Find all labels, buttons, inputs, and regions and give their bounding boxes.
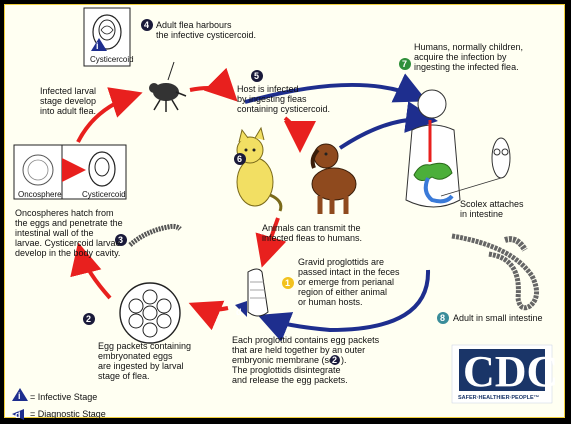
arrow-flea-to-host [190,88,232,96]
svg-text:stage of flea.: stage of flea. [98,371,150,381]
step-6-text: Animals can transmit the infected fleas … [262,223,362,243]
svg-text:Host is infected: Host is infected [237,84,299,94]
larval-flea-text: Infected larval stage develop into adult… [40,86,96,116]
svg-text:passed intact in the feces: passed intact in the feces [298,267,400,277]
svg-text:and release the egg packets.: and release the egg packets. [232,375,348,385]
cysticercoid-top-illustration: Cysticercoid [84,8,134,66]
svg-text:).: ). [341,355,347,365]
svg-text:Adult flea harbours: Adult flea harbours [156,20,232,30]
cysticercoid-top-label: Cysticercoid [90,55,134,64]
svg-text:the infective cysticercoid.: the infective cysticercoid. [156,30,256,40]
svg-text:infected fleas to humans.: infected fleas to humans. [262,233,362,243]
svg-text:larvae. Cysticercoid larvae: larvae. Cysticercoid larvae [15,238,121,248]
svg-text:1: 1 [285,278,290,288]
legend-infective-label: = Infective Stage [30,392,97,402]
cat-illustration [237,128,281,211]
oncosphere-box: Oncosphere Cysticercoid [14,145,126,199]
svg-text:develop in the body cavity.: develop in the body cavity. [15,248,120,258]
svg-text:acquire the infection by: acquire the infection by [414,52,507,62]
svg-text:i: i [18,391,21,401]
svg-text:5: 5 [254,71,259,81]
svg-text:Infected larval: Infected larval [40,86,96,96]
step-2-text: Egg packets containing embryonated eggs … [98,341,191,381]
step-1-text: Gravid proglottids are passed intact in … [298,257,400,307]
step-4-text: Adult flea harbours the infective cystic… [156,20,256,40]
svg-text:8: 8 [440,313,445,323]
step-badge-6: 6 [234,153,246,165]
svg-text:d: d [15,410,21,420]
svg-text:Each proglottid contains egg p: Each proglottid contains egg packets [232,335,380,345]
svg-text:region of either animal: region of either animal [298,287,387,297]
svg-text:The proglottids disintegrate: The proglottids disintegrate [232,365,341,375]
svg-text:in intestine: in intestine [460,209,503,219]
legend-diagnostic-label: = Diagnostic Stage [30,409,106,419]
svg-text:Oncospheres hatch from: Oncospheres hatch from [15,208,114,218]
scolex-text: Scolex attaches in intestine [460,199,524,219]
svg-text:into adult flea.: into adult flea. [40,106,96,116]
step-badge-1: 1 [282,277,294,289]
step-badge-8: 8 [437,312,449,324]
svg-text:or emerge from perianal: or emerge from perianal [298,277,394,287]
step-7-text: Humans, normally children, acquire the i… [414,42,523,72]
svg-text:2: 2 [332,355,337,365]
step-badge-7: 7 [399,58,411,70]
svg-text:stage develop: stage develop [40,96,96,106]
svg-text:CDC: CDC [463,347,558,396]
svg-text:embryonic membrane (see: embryonic membrane (see [232,355,339,365]
dog-illustration [312,144,356,214]
svg-text:intestinal wall of the: intestinal wall of the [15,228,94,238]
svg-text:embryonated eggs: embryonated eggs [98,351,173,361]
svg-text:Gravid proglottids are: Gravid proglottids are [298,257,384,267]
svg-text:4: 4 [144,20,149,30]
svg-text:Humans, normally children,: Humans, normally children, [414,42,523,52]
step-3-text: Oncospheres hatch from the eggs and pene… [15,208,123,258]
svg-text:7: 7 [402,59,407,69]
svg-text:are ingested by larval: are ingested by larval [98,361,184,371]
svg-text:2: 2 [86,314,91,324]
arrow-host-to-animals [285,118,300,145]
egg-packet-illustration [120,283,180,343]
svg-text:ingesting the infected flea.: ingesting the infected flea. [414,62,519,72]
adult-flea-illustration [149,62,186,112]
svg-text:by ingesting fleas: by ingesting fleas [237,94,307,104]
svg-text:containing cysticercoid.: containing cysticercoid. [237,104,330,114]
step-badge-5: 5 [251,70,263,82]
svg-text:Animals can transmit the: Animals can transmit the [262,223,361,233]
svg-text:or human hosts.: or human hosts. [298,297,363,307]
cysticercoid-box-label: Cysticercoid [82,190,126,199]
svg-text:Adult in small intestine: Adult in small intestine [453,313,543,323]
step-8-text: Adult in small intestine [453,313,543,323]
svg-text:i: i [96,41,99,51]
adult-tapeworm-illustration [452,236,537,308]
legend: i = Infective Stage d = Diagnostic Stage [12,388,106,420]
svg-text:d: d [236,307,242,317]
svg-text:Egg packets containing: Egg packets containing [98,341,191,351]
oncosphere-label: Oncosphere [18,190,62,199]
step-d-text: Each proglottid contains egg packets tha… [232,335,380,385]
svg-text:the eggs and penetrate the: the eggs and penetrate the [15,218,123,228]
svg-text:that are held together by an o: that are held together by an outer [232,345,365,355]
arrow-proglottid-to-eggs [196,306,228,310]
svg-text:Scolex attaches: Scolex attaches [460,199,524,209]
step-badge-2: 2 [83,313,95,325]
step-badge-4: 4 [141,19,153,31]
proglottid-illustration: d [235,269,268,317]
human-illustration [406,90,460,207]
cdc-logo: CDC SAFER·HEALTHIER·PEOPLE™ [452,345,558,403]
flea-larva-illustration [130,226,180,245]
svg-text:6: 6 [237,154,242,164]
cdc-tagline: SAFER·HEALTHIER·PEOPLE™ [458,395,539,401]
